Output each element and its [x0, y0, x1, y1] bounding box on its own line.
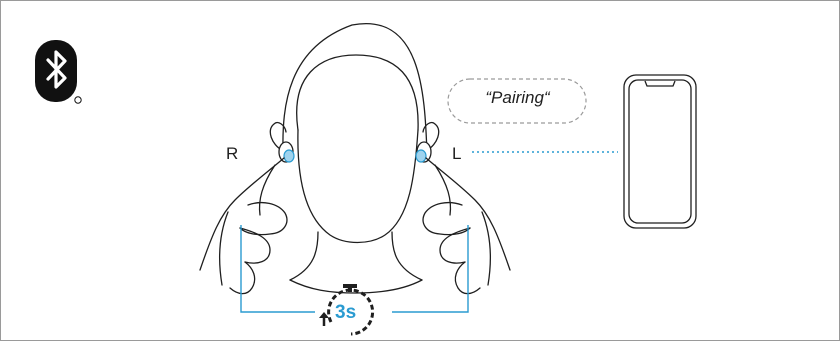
hand-left [423, 158, 510, 294]
smartphone-icon [624, 75, 696, 228]
label-left-earbud: L [452, 144, 461, 164]
bluetooth-icon [35, 40, 81, 103]
label-right-earbud: R [226, 144, 238, 164]
head-outline [270, 24, 438, 293]
earbud-left [416, 142, 431, 162]
hand-right [200, 158, 287, 294]
earbud-right [279, 142, 294, 162]
press-bracket [241, 225, 468, 312]
pairing-bubble-text: “Pairing“ [450, 88, 585, 108]
timer-label: 3s [335, 302, 356, 324]
